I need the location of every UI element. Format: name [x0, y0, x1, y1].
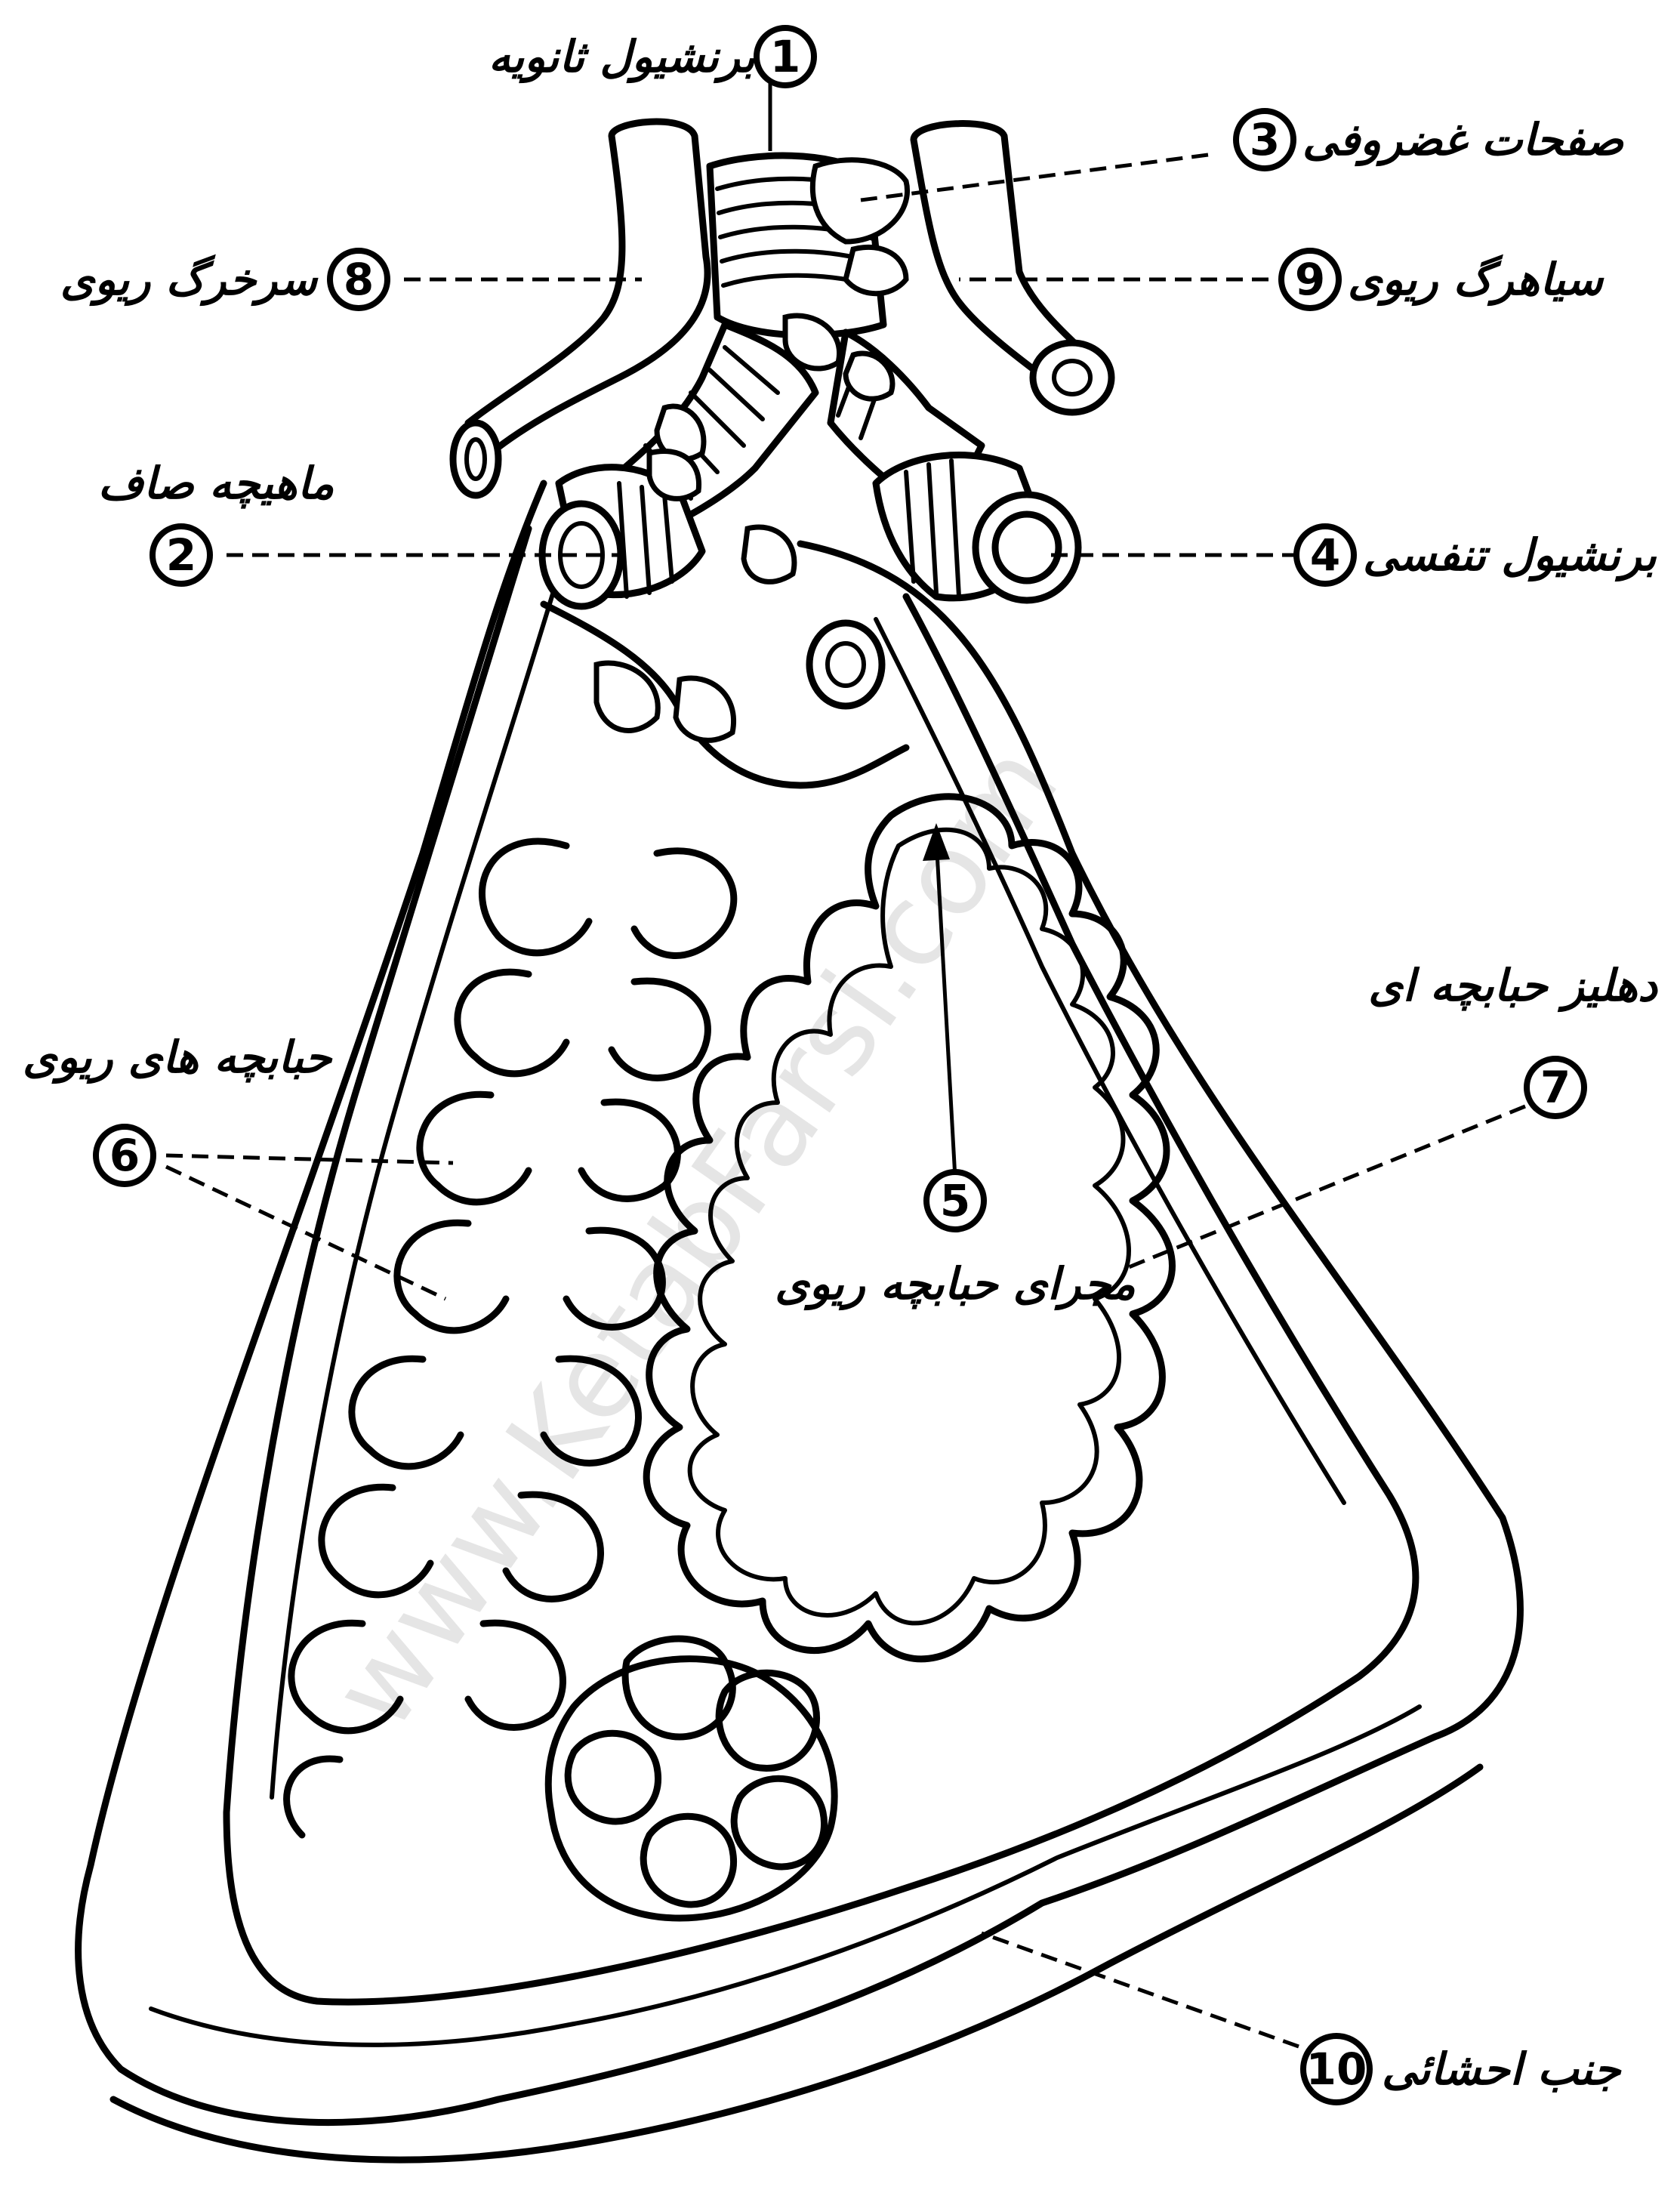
bottom-alveoli-cluster: [548, 1639, 834, 1918]
callout-10: 10 جنب احشائی: [1303, 2036, 1623, 2102]
callout-label: صفحات غضروفی: [1302, 114, 1625, 167]
callout-number: 3: [1250, 114, 1280, 165]
callout-label: مجرای حبابچه ریوی: [775, 1258, 1136, 1311]
callout-label: سرخرگ ریوی: [60, 254, 319, 307]
callout-label: برنشیول ثانویه: [489, 31, 756, 84]
callout-number: 4: [1310, 529, 1340, 581]
callout-number: 6: [109, 1130, 140, 1181]
callout-8: 8 سرخرگ ریوی: [60, 251, 387, 308]
pulmonary-vein: [914, 124, 1111, 412]
callout-label: سیاهرگ ریوی: [1348, 254, 1604, 307]
callout-number: 10: [1306, 2043, 1367, 2095]
callout-number: 9: [1295, 254, 1325, 305]
callout-label: ماهیچه صاف: [98, 458, 334, 509]
secondary-bronchiole: [710, 156, 908, 335]
callout-number: 7: [1540, 1062, 1571, 1113]
callout-label: برنشیول تنفسی: [1363, 529, 1657, 582]
callout-number: 1: [770, 31, 800, 82]
respiratory-bronchiole: [876, 455, 1078, 600]
callout-5: 5 مجرای حبابچه ریوی: [775, 1172, 1136, 1311]
callout-9: 9 سیاهرگ ریوی: [1281, 251, 1604, 308]
callout-6: 6 حبابچه های ریوی: [23, 1032, 333, 1184]
callout-4: 4 برنشیول تنفسی: [1296, 526, 1657, 584]
callout-label: دهلیز حبابچه ای: [1368, 960, 1658, 1013]
smooth-muscle-tube: [542, 451, 702, 606]
callout-3: 3 صفحات غضروفی: [1236, 111, 1625, 168]
callout-label: جنب احشائی: [1382, 2043, 1623, 2095]
callout-7: 7 دهلیز حبابچه ای: [1368, 960, 1658, 1116]
callout-number: 2: [166, 529, 196, 581]
callout-label: حبابچه های ریوی: [23, 1032, 333, 1084]
callout-number: 5: [940, 1175, 970, 1226]
callout-number: 8: [344, 254, 374, 305]
callout-2: 2 ماهیچه صاف: [98, 458, 334, 584]
callout-1: 1 برنشیول ثانویه: [489, 28, 814, 85]
